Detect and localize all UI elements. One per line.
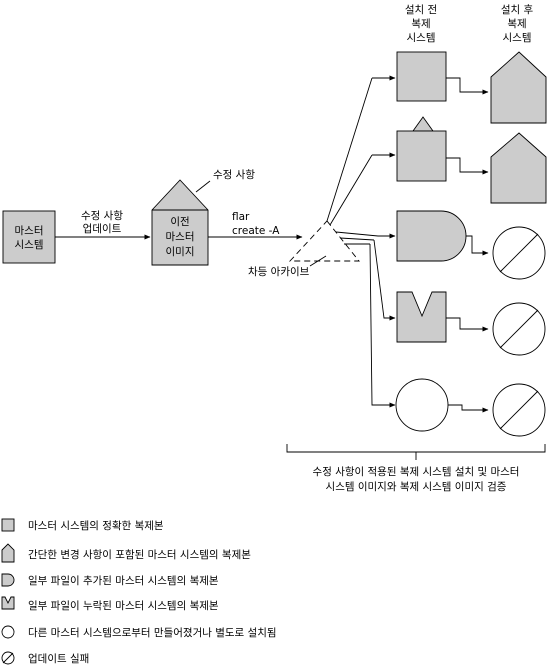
row3-connector bbox=[466, 235, 489, 256]
modification-label: 수정 사항 bbox=[213, 169, 255, 181]
diff-archive-pointer bbox=[309, 255, 327, 267]
master-system-label-1: 마스터 bbox=[15, 225, 44, 237]
clone-added-files-before bbox=[396, 210, 467, 262]
row5-connector bbox=[448, 404, 489, 413]
row2-connector bbox=[446, 157, 489, 175]
clone-minor-change-roof bbox=[412, 116, 434, 132]
circle-shape-icon bbox=[1, 625, 15, 639]
modification-pointer bbox=[195, 180, 211, 193]
legend-text-2: 간단한 변경 사항이 포함된 마스터 시스템의 복제본 bbox=[28, 548, 251, 561]
clone-minor-change-after-house bbox=[490, 132, 547, 204]
d-shape-icon bbox=[1, 573, 15, 587]
prev-image-label-1: 이전 bbox=[170, 216, 189, 228]
arrow-to-clone-5 bbox=[369, 243, 396, 408]
clone-missing-files-before bbox=[396, 291, 447, 343]
update-failed-slash-row5 bbox=[499, 390, 539, 430]
fan-line-4 bbox=[339, 237, 375, 241]
bottom-note-2: 시스템 이미지와 복제 시스템 이미지 검증 bbox=[326, 481, 507, 493]
slashed-circle-icon-slash bbox=[2, 652, 14, 664]
square-with-small-roof-icon bbox=[1, 543, 15, 563]
before-header-3: 시스템 bbox=[407, 32, 436, 44]
after-header-2: 복제 bbox=[507, 18, 526, 30]
fan-line-3 bbox=[335, 231, 379, 237]
flar-label-2: create -A bbox=[232, 225, 280, 237]
fan-line-2 bbox=[329, 154, 373, 226]
result-bracket bbox=[286, 444, 546, 453]
differential-archive-shape bbox=[288, 220, 360, 262]
master-system-box bbox=[2, 210, 56, 264]
legend-text-3: 일부 파일이 추가된 마스터 시스템의 복제본 bbox=[28, 574, 219, 587]
after-header-3: 시스템 bbox=[503, 32, 532, 44]
update-label-1: 수정 사항 bbox=[81, 210, 123, 222]
prev-image-label-2: 마스터 bbox=[166, 231, 195, 243]
clone-exact-after-house bbox=[490, 51, 547, 124]
clone-other-master-before bbox=[395, 378, 449, 432]
legend-text-6: 업데이트 실패 bbox=[28, 652, 89, 665]
legend-text-5: 다른 마스터 시스템으로부터 만들어졌거나 별도로 설치됨 bbox=[28, 626, 277, 639]
after-header-1: 설치 후 bbox=[501, 4, 534, 16]
flar-label-1: flar bbox=[232, 211, 250, 223]
before-header-2: 복제 bbox=[411, 18, 430, 30]
diff-archive-label: 차등 아카이브 bbox=[248, 266, 310, 278]
row1-connector bbox=[446, 77, 489, 95]
update-failed-slash-row3 bbox=[499, 233, 539, 273]
bottom-note-1: 수정 사항이 적용된 복제 시스템 설치 및 마스터 bbox=[313, 466, 520, 478]
clone-minor-change-before bbox=[396, 130, 447, 182]
before-header-1: 설치 전 bbox=[405, 4, 437, 16]
notched-square-icon bbox=[1, 596, 15, 610]
legend-text-1: 마스터 시스템의 정확한 복제본 bbox=[28, 519, 164, 532]
update-label-2: 업데이트 bbox=[83, 222, 122, 235]
update-failed-slash-row4 bbox=[499, 309, 539, 349]
prev-image-label-3: 이미지 bbox=[166, 246, 195, 258]
row4-connector bbox=[446, 317, 489, 332]
arrow-to-clone-4 bbox=[373, 239, 396, 321]
previous-master-image-shape bbox=[151, 179, 209, 266]
fan-line-1 bbox=[326, 77, 373, 222]
master-system-label-2: 시스템 bbox=[15, 239, 44, 251]
clone-exact-before bbox=[396, 51, 447, 102]
legend-text-4: 일부 파일이 누락된 마스터 시스템의 복제본 bbox=[28, 599, 219, 612]
square-shape-icon bbox=[1, 518, 15, 532]
